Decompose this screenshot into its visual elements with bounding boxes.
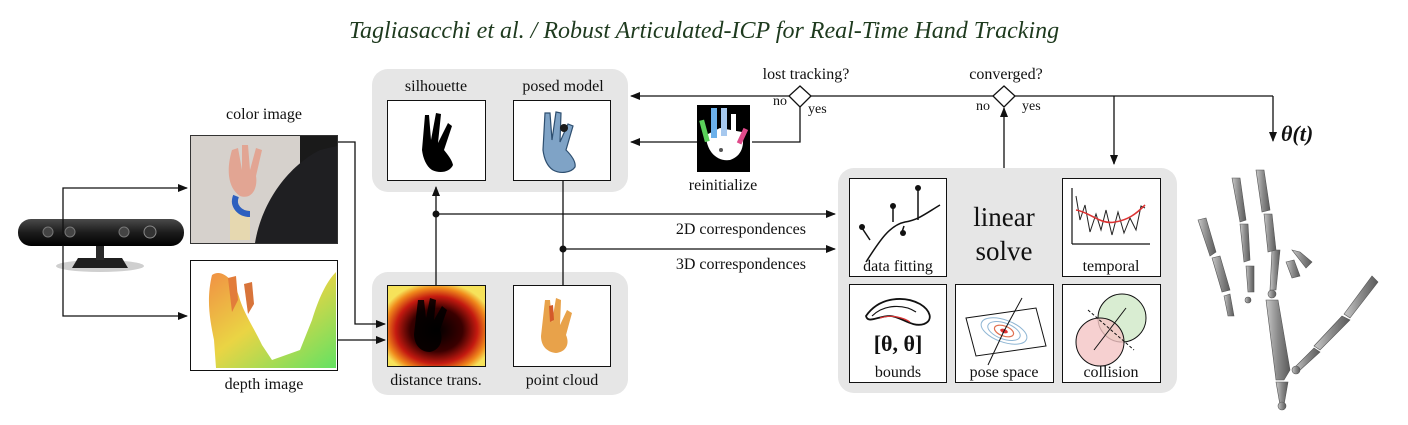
- bounds-frame: [849, 284, 947, 383]
- linear-solve-line1: linear: [973, 202, 1035, 232]
- pose-space-glyph: [965, 297, 1047, 366]
- bounds-glyph: [865, 298, 931, 326]
- theta-label: θ(t): [1281, 121, 1314, 146]
- depth-image-label: depth image: [224, 376, 304, 393]
- point-cloud-hand: [541, 298, 572, 353]
- lost-yes-label: yes: [808, 102, 827, 117]
- correspondences-2d-label: 2D correspondences: [675, 221, 806, 238]
- linear-solve-line2: solve: [975, 236, 1033, 266]
- color-image-content: [191, 136, 337, 243]
- temporal-label: temporal: [1082, 258, 1140, 275]
- converged-diamond: [992, 85, 1016, 108]
- reinitialize-label: reinitialize: [688, 177, 758, 194]
- pose-space-label: pose space: [969, 364, 1039, 381]
- depth-image-content: [208, 272, 336, 368]
- pose-space-frame: [955, 284, 1054, 383]
- data-fitting-frame: [849, 178, 947, 277]
- depth-sensor-icon: [18, 219, 184, 272]
- correspondences-3d-label: 3D correspondences: [675, 256, 806, 273]
- lost-tracking-label: lost tracking?: [762, 66, 850, 83]
- temporal-frame: [1062, 178, 1161, 277]
- data-fitting-label: data fitting: [863, 258, 933, 275]
- converged-no-label: no: [976, 99, 990, 114]
- figure-header: Tagliasacchi et al. / Robust Articulated…: [348, 18, 1060, 44]
- data-fitting-glyph: [861, 190, 941, 263]
- collision-glyph: [1075, 293, 1147, 367]
- point-cloud-label: point cloud: [525, 372, 599, 389]
- silhouette-label: silhouette: [404, 78, 468, 95]
- color-image-label: color image: [226, 106, 302, 123]
- posed-model-label: posed model: [522, 78, 604, 95]
- converged-label: converged?: [969, 66, 1043, 83]
- distance-transform-label: distance trans.: [390, 372, 482, 389]
- lost-no-label: no: [773, 94, 787, 109]
- bounds-formula: [θ, θ]: [873, 331, 923, 356]
- silhouette-hand: [422, 113, 453, 173]
- temporal-glyph: [1071, 188, 1150, 245]
- reinitialize-image: [697, 105, 750, 172]
- posed-model-hand: [542, 111, 576, 173]
- collision-label: collision: [1083, 364, 1139, 381]
- bounds-label: bounds: [874, 364, 922, 381]
- lost-tracking-diamond: [788, 85, 812, 108]
- hand-skeleton-icon: [1197, 169, 1379, 411]
- converged-yes-label: yes: [1022, 99, 1041, 114]
